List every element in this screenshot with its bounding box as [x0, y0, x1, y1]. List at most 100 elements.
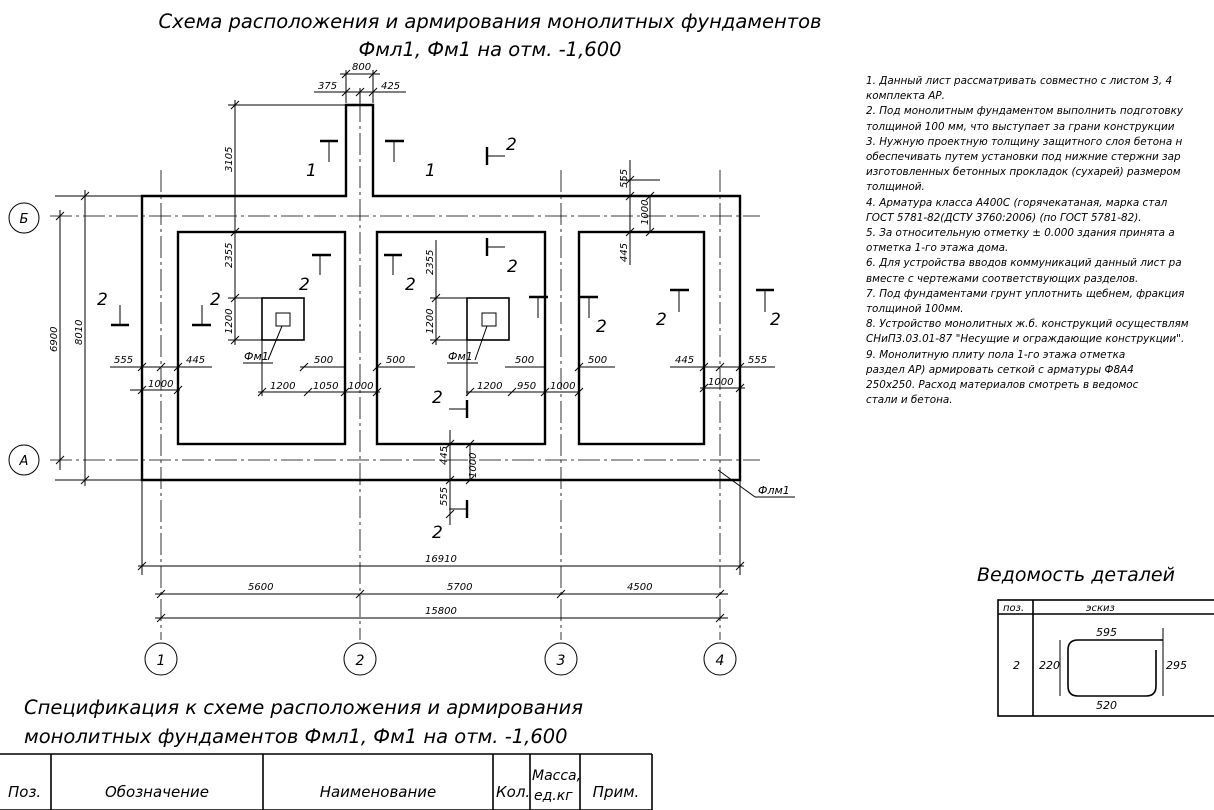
svg-text:5600: 5600: [248, 582, 273, 593]
svg-text:Б: Б: [20, 212, 29, 227]
spec-col-designation: Обозначение: [105, 783, 209, 801]
svg-text:15800: 15800: [425, 606, 457, 617]
vertical-dims-right: 555 1000 445: [619, 160, 660, 265]
svg-text:1: 1: [306, 161, 317, 181]
svg-text:2: 2: [432, 523, 443, 543]
note-line: 2. Под монолитным фундаментом выполнить …: [866, 105, 1184, 118]
svg-text:555: 555: [114, 355, 133, 366]
detail-sketch: 595 220 295 520: [1039, 626, 1187, 712]
svg-text:555: 555: [439, 487, 450, 506]
svg-text:555: 555: [619, 169, 630, 188]
drawing-title-line1: Схема расположения и армирования монолит…: [158, 10, 821, 33]
svg-text:2: 2: [210, 290, 221, 310]
general-notes: 1. Данный лист рассматривать совместно с…: [866, 74, 1214, 408]
note-line: 9. Монолитную плиту пола 1-го этажа отме…: [866, 348, 1126, 361]
svg-text:2: 2: [596, 317, 607, 337]
section-cut-2-b: 2: [384, 253, 416, 295]
svg-text:1000: 1000: [468, 453, 479, 478]
note-line: толщиной.: [866, 181, 925, 194]
svg-text:445: 445: [186, 355, 205, 366]
axis-marker-4: 4: [703, 642, 737, 676]
details-row-pos: 2: [1013, 659, 1020, 672]
note-line: 7. Под фундаментами грунт уплотнить щебн…: [866, 287, 1185, 300]
svg-text:500: 500: [386, 355, 405, 366]
svg-text:2: 2: [770, 310, 781, 330]
svg-text:2: 2: [299, 275, 310, 295]
svg-text:6900: 6900: [49, 327, 60, 352]
svg-text:1200: 1200: [425, 309, 436, 334]
detail-dim-220: 220: [1039, 659, 1060, 672]
note-line: толщиной 100 мм, что выступает за грани …: [866, 120, 1175, 133]
svg-text:3105: 3105: [224, 147, 235, 172]
svg-text:5700: 5700: [447, 582, 472, 593]
svg-text:1200: 1200: [224, 309, 235, 334]
svg-text:445: 445: [619, 243, 630, 262]
svg-text:4500: 4500: [627, 582, 652, 593]
detail-dim-520: 520: [1096, 699, 1117, 712]
svg-text:500: 500: [314, 355, 333, 366]
axis-marker-3: 3: [544, 642, 578, 676]
vertical-dims-mid: 2355 1200: [425, 240, 467, 345]
section-cut-2-h: 2: [656, 288, 689, 330]
svg-text:2: 2: [405, 275, 416, 295]
horizontal-dims-row1: 555 445 500 500 500 500 445 555 1000 100…: [110, 355, 775, 395]
note-line: обеспечивать путем установки под нижние …: [866, 151, 1181, 164]
svg-text:8010: 8010: [74, 320, 85, 345]
details-title: Ведомость деталей: [977, 564, 1175, 586]
axis-marker-2: 2: [343, 642, 377, 676]
note-line: 5. За относительную отметку ± 0.000 здан…: [866, 227, 1175, 240]
svg-text:555: 555: [748, 355, 767, 366]
section-cut-2-a: 2: [299, 253, 331, 295]
svg-text:1000: 1000: [348, 381, 373, 392]
note-line: 8. Устройство монолитных ж.б. конструкци…: [866, 318, 1189, 331]
details-table: поз. эскиз 2 595 220 295 520: [997, 599, 1214, 717]
spec-col-note: Прим.: [593, 783, 640, 801]
spec-col-qty: Кол.: [496, 783, 530, 801]
note-line: толщиной 100мм.: [866, 303, 964, 316]
drawing-title-line2: Фмл1, Фм1 на отм. -1,600: [358, 38, 621, 61]
spec-col-name: Наименование: [320, 783, 437, 801]
note-line: вместе с чертежами соответствующих разде…: [866, 272, 1139, 285]
svg-text:500: 500: [515, 355, 534, 366]
svg-text:1000: 1000: [148, 379, 173, 390]
svg-text:1: 1: [157, 653, 166, 669]
svg-text:1000: 1000: [640, 200, 651, 225]
section-cut-2-g: [529, 295, 548, 318]
svg-text:2355: 2355: [224, 243, 235, 268]
svg-text:500: 500: [588, 355, 607, 366]
note-line: комплекта АР.: [866, 90, 945, 103]
svg-text:425: 425: [381, 81, 400, 92]
horizontal-dims-row2: 1200 1050 1000 1200 950 1000: [141, 340, 741, 425]
svg-text:950: 950: [517, 381, 536, 392]
svg-text:445: 445: [675, 355, 694, 366]
svg-text:1000: 1000: [550, 381, 575, 392]
svg-text:4: 4: [716, 653, 725, 669]
note-line: раздел АР) армировать сеткой с арматуры …: [866, 363, 1134, 376]
svg-text:3: 3: [557, 653, 566, 669]
detail-dim-595: 595: [1096, 626, 1117, 639]
section-cut-2-i: 2: [756, 288, 781, 330]
column-foundation-mid: [466, 297, 510, 341]
section-cut-2-c: 2: [485, 238, 518, 277]
section-cut-2-k: 2: [432, 500, 469, 543]
axis-marker-a: А: [8, 444, 40, 476]
axis-marker-1: 1: [144, 642, 178, 676]
svg-text:1200: 1200: [270, 381, 295, 392]
svg-text:2: 2: [97, 290, 108, 310]
spec-col-mass-2: ед.кг: [534, 788, 573, 804]
svg-text:А: А: [19, 454, 29, 469]
section-cut-2-f: 2: [580, 295, 607, 337]
horizontal-dims-bottom: 16910 5600 5700 4500 15800: [137, 480, 745, 623]
note-line: отметка 1-го этажа дома.: [866, 242, 1009, 255]
top-dimensions: 800 375 425: [314, 62, 406, 103]
note-line: 250х250. Расход материалов смотреть в ве…: [866, 379, 1139, 392]
svg-text:Фм1: Фм1: [244, 350, 269, 363]
spec-col-mass-1: Масса,: [532, 768, 581, 784]
note-line: стали и бетона.: [866, 394, 953, 407]
spec-title-line1: Спецификация к схеме расположения и арми…: [24, 696, 583, 719]
svg-text:1000: 1000: [708, 377, 733, 388]
section-cut-2-e: 2: [192, 290, 221, 327]
svg-text:445: 445: [439, 446, 450, 465]
svg-text:2: 2: [432, 388, 443, 408]
svg-text:1200: 1200: [477, 381, 502, 392]
